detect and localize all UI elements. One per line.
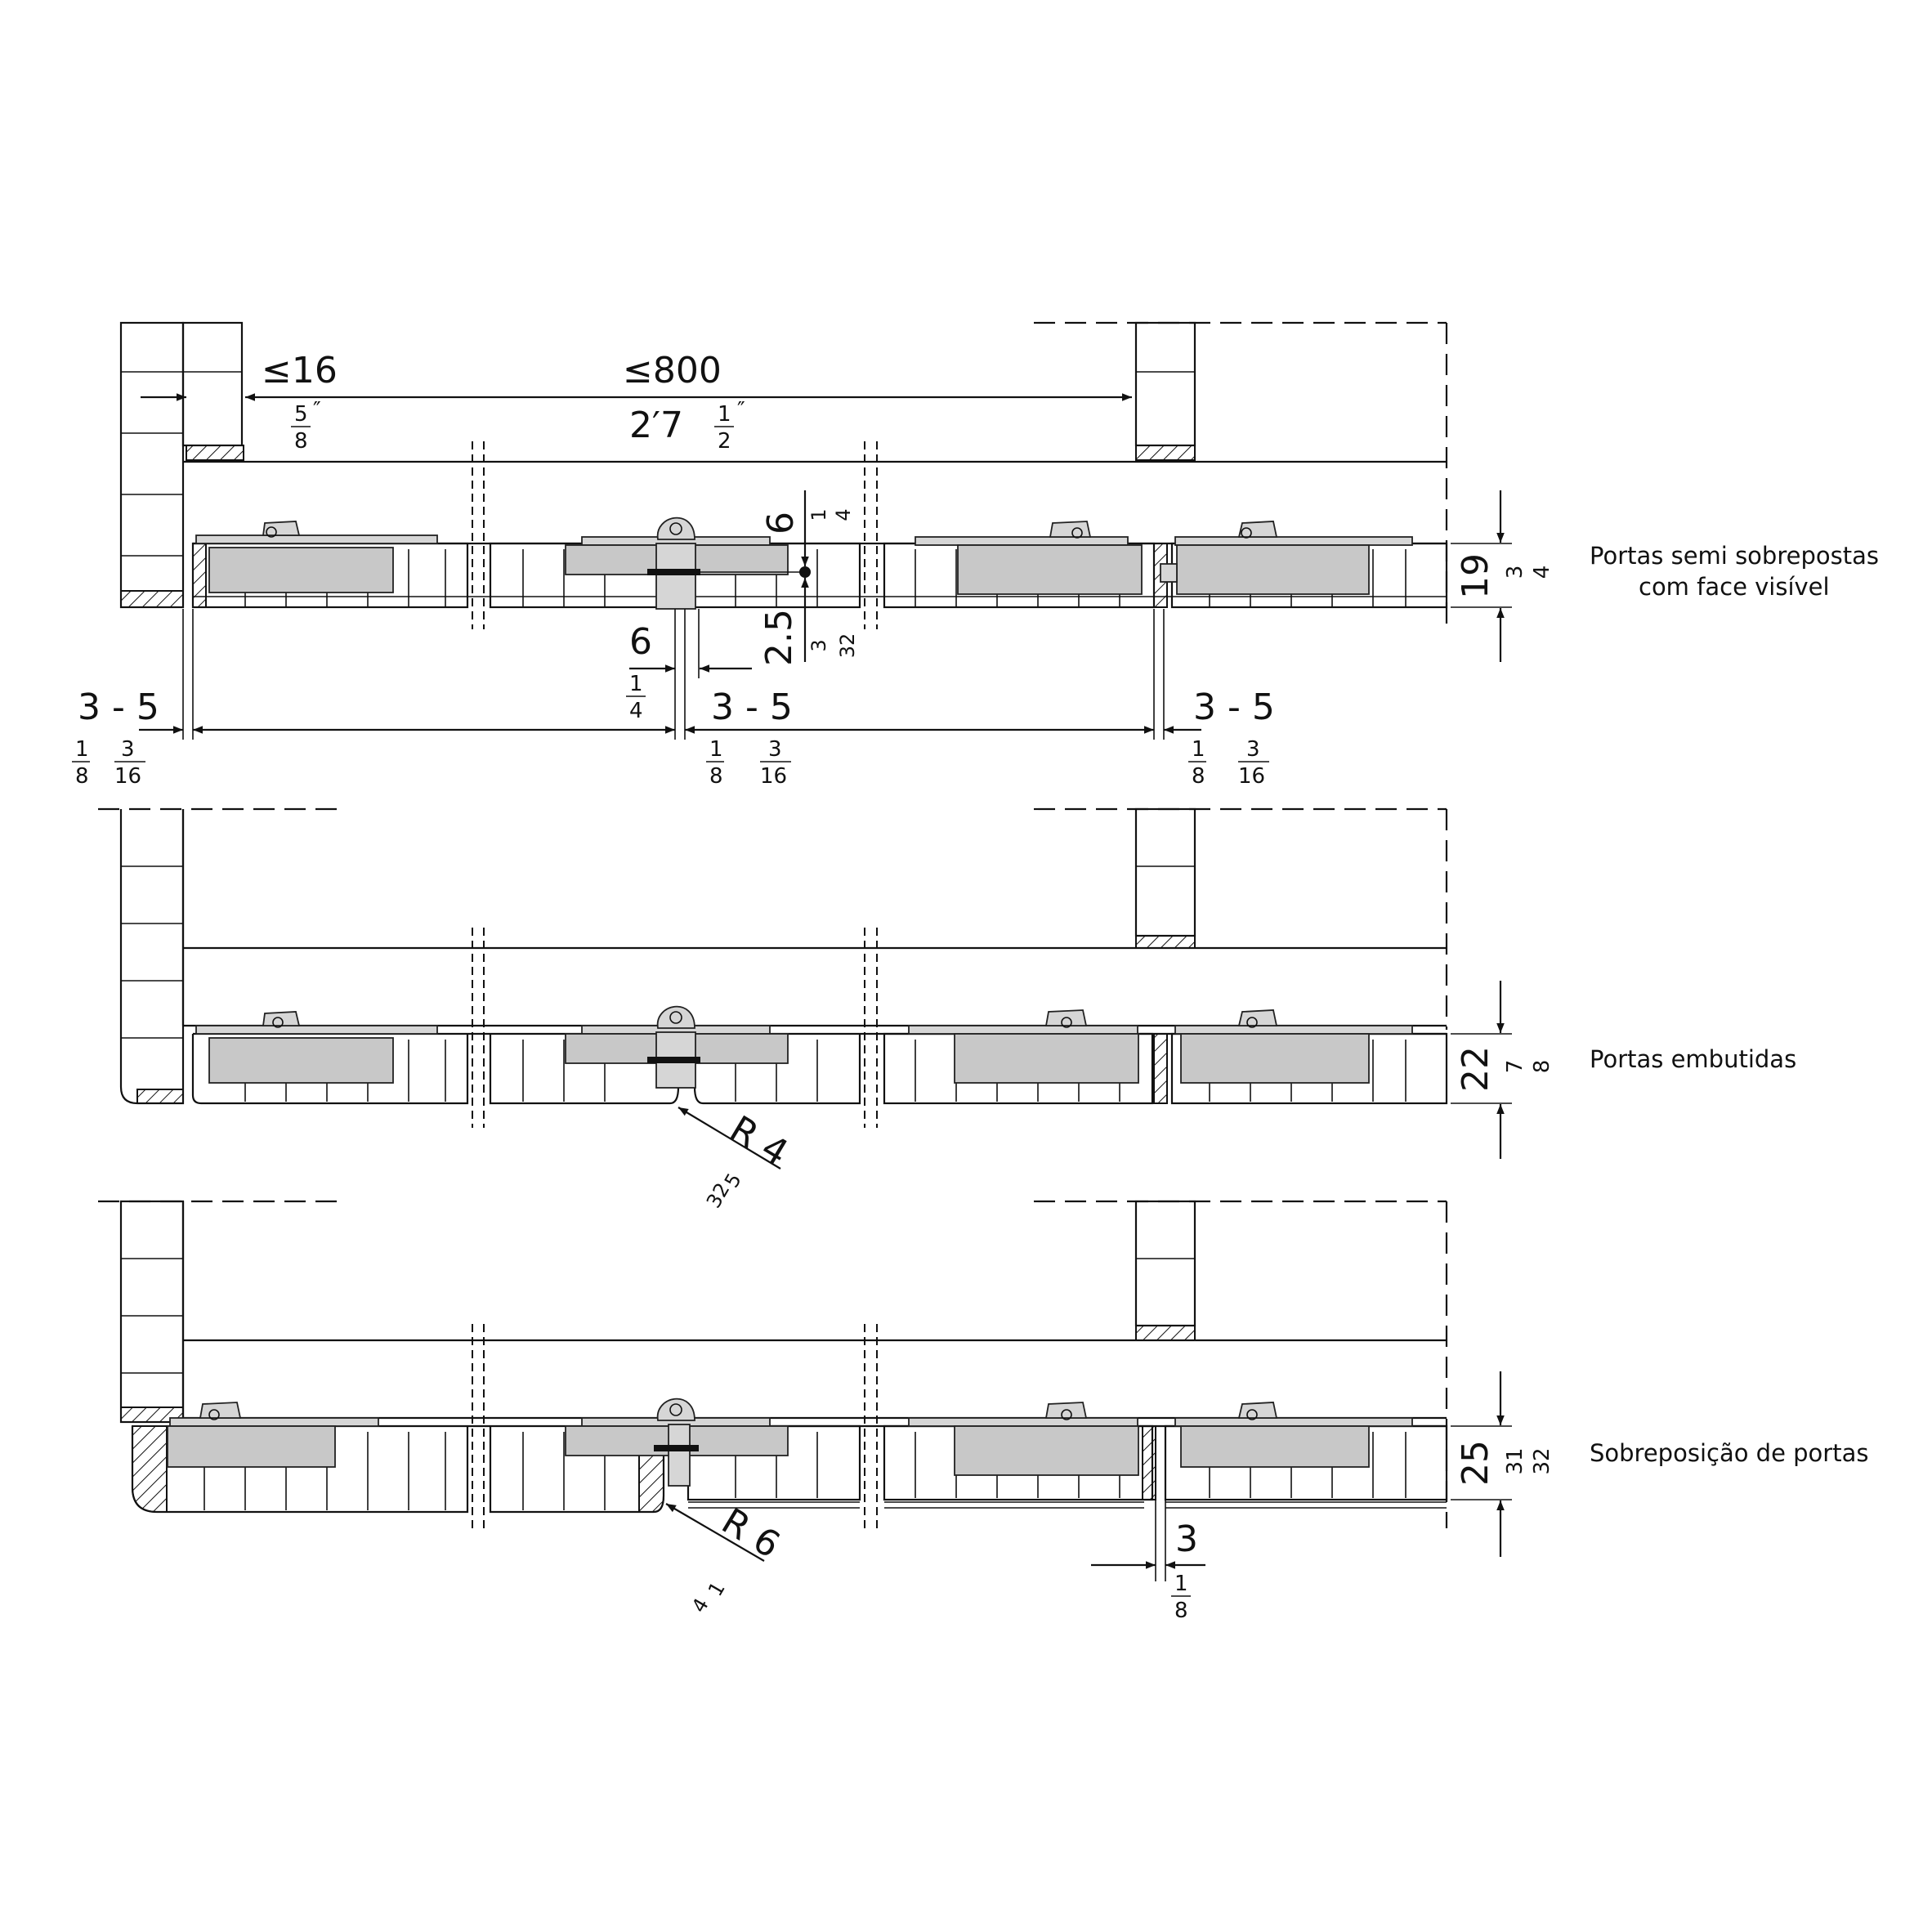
overhang-in-den: 8 (294, 429, 308, 454)
svg-text:31: 31 (1503, 1447, 1527, 1474)
pin-offset-in-num: 1 (807, 508, 830, 521)
dim-thickness-1: 19 3 4 (1451, 490, 1554, 662)
radius-overlay-mm: R 6 (714, 1500, 786, 1567)
gap-small-in-den: 4 (629, 699, 643, 723)
view-overlay: R 6 1 4 3 1 8 25 31 32 Sobreposição de p… (98, 1200, 1868, 1623)
svg-text:4: 4 (687, 1594, 713, 1617)
label-view-1-line1: Portas semi sobrepostas (1590, 542, 1879, 570)
dim-radius-embed: R 4 5 32 (678, 1107, 795, 1212)
pin-depth-in-den: 32 (836, 633, 859, 659)
gap-range-mm-2: 3 - 5 (711, 686, 793, 728)
svg-text:1: 1 (704, 1578, 730, 1600)
svg-text:8: 8 (75, 764, 89, 789)
svg-text:3: 3 (121, 737, 135, 762)
pin-offset-in-den: 4 (832, 508, 855, 521)
hinge-cup-4 (1160, 521, 1413, 595)
view-semi-overlay: ≤16 5 8 ″ ≤800 2′7 1 2 ″ 6 1 4 2.5 3 32 (72, 321, 1879, 789)
thickness-3-mm: 25 (1455, 1440, 1496, 1486)
pin-depth-mm: 2.5 (758, 609, 800, 666)
dim-radius-overlay: R 6 1 4 (665, 1500, 787, 1617)
svg-text:8: 8 (709, 764, 723, 789)
dim-width: ≤800 2′7 1 2 ″ (623, 350, 745, 454)
svg-text:3: 3 (1246, 737, 1260, 762)
width-mm: ≤800 (623, 350, 722, 391)
width-in-num: 1 (718, 402, 731, 427)
dim-gap-range: 3 - 5 1 8 3 16 3 - 5 1 8 3 16 3 - 5 1 8 … (72, 609, 1275, 789)
svg-text:8: 8 (1530, 1060, 1554, 1074)
thickness-2-mm: 22 (1455, 1046, 1496, 1092)
svg-text:32: 32 (1530, 1447, 1554, 1474)
svg-text:16: 16 (114, 764, 141, 789)
overhang-in-num: 5 (294, 402, 308, 427)
svg-text:7: 7 (1503, 1060, 1527, 1074)
gap-range-mm-3: 3 - 5 (1193, 686, 1275, 728)
svg-text:4: 4 (1530, 566, 1554, 579)
svg-text:8: 8 (1174, 1599, 1188, 1623)
svg-text:″: ″ (313, 398, 321, 423)
overhang-mm: ≤16 (262, 350, 338, 391)
label-view-1-line2: com face visível (1639, 573, 1830, 601)
svg-text:1: 1 (1174, 1572, 1188, 1596)
hinge-cup-1 (195, 521, 438, 593)
hinge-cup-3 (915, 521, 1143, 595)
left-cabinet-wall (119, 321, 244, 609)
width-in-den: 2 (718, 429, 731, 454)
pin-offset-mm: 6 (760, 512, 802, 534)
gap-range-mm-1: 3 - 5 (78, 686, 159, 728)
width-in-whole: 2′7 (629, 405, 683, 446)
dim-gap-small: 6 1 4 (626, 609, 752, 740)
view-inset: R 4 5 32 22 7 8 Portas embutidas (98, 807, 1796, 1212)
label-view-2: Portas embutidas (1590, 1045, 1796, 1073)
svg-text:3: 3 (768, 737, 782, 762)
dim-thickness-2: 22 7 8 (1451, 981, 1554, 1159)
hinge-cup-2 (565, 517, 811, 610)
svg-text:1: 1 (1192, 737, 1205, 762)
svg-text:″: ″ (737, 398, 745, 423)
gap-overlay-mm: 3 (1175, 1518, 1198, 1560)
svg-text:8: 8 (1192, 764, 1205, 789)
svg-text:3: 3 (1503, 566, 1527, 579)
gap-small-mm: 6 (629, 621, 652, 663)
dim-thickness-3: 25 31 32 (1451, 1371, 1554, 1557)
thickness-1-mm: 19 (1455, 553, 1496, 599)
dim-gap-overlay: 3 1 8 (1091, 1500, 1205, 1623)
svg-text:16: 16 (1238, 764, 1265, 789)
dim-overhang: ≤16 5 8 ″ (141, 350, 1132, 454)
svg-text:1: 1 (75, 737, 89, 762)
dim-pin: 6 1 4 2.5 3 32 (758, 490, 859, 666)
door-panel-left (191, 542, 1447, 609)
radius-embed-mm: R 4 (722, 1108, 794, 1174)
svg-text:16: 16 (760, 764, 787, 789)
gap-small-in-num: 1 (629, 672, 643, 696)
svg-text:1: 1 (709, 737, 723, 762)
middle-partition (1134, 321, 1196, 461)
label-view-3: Sobreposição de portas (1590, 1439, 1868, 1467)
pin-depth-in-num: 3 (807, 639, 830, 651)
